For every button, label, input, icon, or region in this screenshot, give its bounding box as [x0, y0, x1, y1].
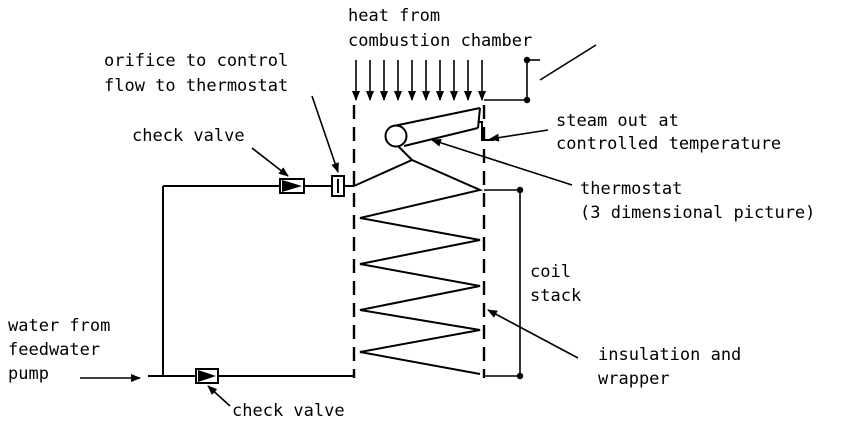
- orifice: [331, 175, 345, 197]
- label-orifice-line2: flow to thermostat: [104, 76, 288, 96]
- check-valve-bottom-leader: [207, 385, 231, 407]
- label-water-line2: feedwater: [8, 340, 100, 360]
- insulation-leader: [487, 309, 579, 359]
- thermostat-leader: [431, 138, 573, 186]
- label-insulation-line1: insulation and: [598, 345, 741, 365]
- label-heat-line1: heat from: [348, 6, 440, 26]
- label-coil-line2: stack: [530, 286, 581, 306]
- label-thermostat-line1: thermostat: [580, 179, 682, 199]
- label-steam-line1: steam out at: [556, 111, 679, 131]
- label-water-line3: pump: [8, 364, 49, 384]
- check-valve-bottom: [195, 368, 219, 384]
- label-heat-line2: combustion chamber: [348, 31, 532, 51]
- heat-zone-dimension: [484, 44, 597, 104]
- label-coil-line1: coil: [530, 262, 571, 282]
- check-valve-top-leader: [251, 147, 289, 177]
- thermostat: [384, 107, 494, 161]
- label-steam-line2: controlled temperature: [556, 134, 781, 154]
- label-check-valve-bottom: check valve: [232, 401, 345, 421]
- label-water-line1: water from: [8, 316, 110, 336]
- heating-coil: [359, 159, 484, 375]
- label-insulation-line2: wrapper: [598, 369, 670, 389]
- label-check-valve-top: check valve: [132, 126, 245, 146]
- check-valve-top: [279, 178, 305, 194]
- orifice-leader: [311, 95, 339, 173]
- coil-stack-dimension: [484, 186, 524, 380]
- label-orifice-line1: orifice to control: [104, 51, 288, 71]
- feedwater-piping: [148, 159, 413, 377]
- steam-out-arrow: [489, 129, 549, 142]
- label-thermostat-line2: (3 dimensional picture): [580, 203, 815, 223]
- heat-arrows: [352, 60, 486, 101]
